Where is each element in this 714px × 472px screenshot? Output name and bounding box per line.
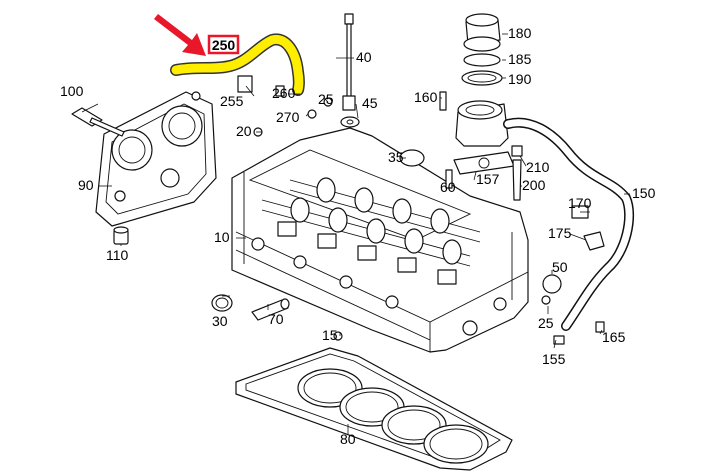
cylinder-head [231,127,529,353]
highlight-callout-box [207,34,240,55]
cap [211,294,233,312]
callout-15: 15 [322,327,338,343]
callout-20: 20 [236,123,252,139]
highlight-callout-label: 250 [212,37,236,53]
seal-ring [463,53,501,67]
callout-35: 35 [388,149,404,165]
coolant-hose [503,117,635,331]
callout-45: 45 [362,95,378,111]
callout-155: 155 [542,351,566,367]
front-cover [95,91,217,227]
bolt [71,107,125,137]
callout-157: 157 [476,171,500,187]
bracket [583,231,605,251]
leader-lines [81,33,630,434]
callout-25a: 25 [318,91,334,107]
callout-175: 175 [548,225,572,241]
callout-200: 200 [522,177,546,193]
callout-60: 60 [440,179,456,195]
hose-clip [275,85,285,97]
cap-180 [463,13,501,52]
o-ring [307,109,317,119]
dowel-pin [251,298,290,321]
callout-70: 70 [268,311,284,327]
hose-clip [237,75,253,93]
bolt [439,91,447,111]
fitting [511,145,523,157]
pointer-arrow-icon [154,14,206,56]
callout-260: 260 [272,85,296,101]
callout-270: 270 [276,109,300,125]
plug [541,295,551,305]
callout-labels: 250 100 90 110 10 20 255 260 25 270 40 4… [60,25,656,447]
callout-25b: 25 [538,315,554,331]
bolt [595,321,605,333]
callout-110: 110 [106,247,129,263]
callout-50: 50 [552,259,568,275]
callout-170: 170 [568,195,592,211]
callout-255: 255 [220,93,244,109]
callout-100: 100 [60,83,84,99]
bolt [445,169,453,189]
fitting [553,335,565,345]
cap [542,274,562,294]
callout-190: 190 [508,71,532,87]
plug-sleeve [113,226,129,245]
highlighted-breather-hose [170,33,305,96]
callout-180: 180 [508,25,532,41]
callout-185: 185 [508,51,532,67]
housing [455,100,509,147]
callout-90: 90 [78,177,94,193]
callout-165: 165 [602,329,626,345]
cylinder-head-gasket [235,347,513,471]
callout-80: 80 [340,431,356,447]
callout-160: 160 [414,89,438,105]
callout-40: 40 [356,49,372,65]
washer [340,116,360,128]
long-bolt [342,13,356,111]
sensor [512,159,522,201]
callout-30: 30 [212,313,228,329]
callout-10: 10 [214,229,230,245]
callout-150: 150 [632,185,656,201]
callout-210: 210 [526,159,550,175]
